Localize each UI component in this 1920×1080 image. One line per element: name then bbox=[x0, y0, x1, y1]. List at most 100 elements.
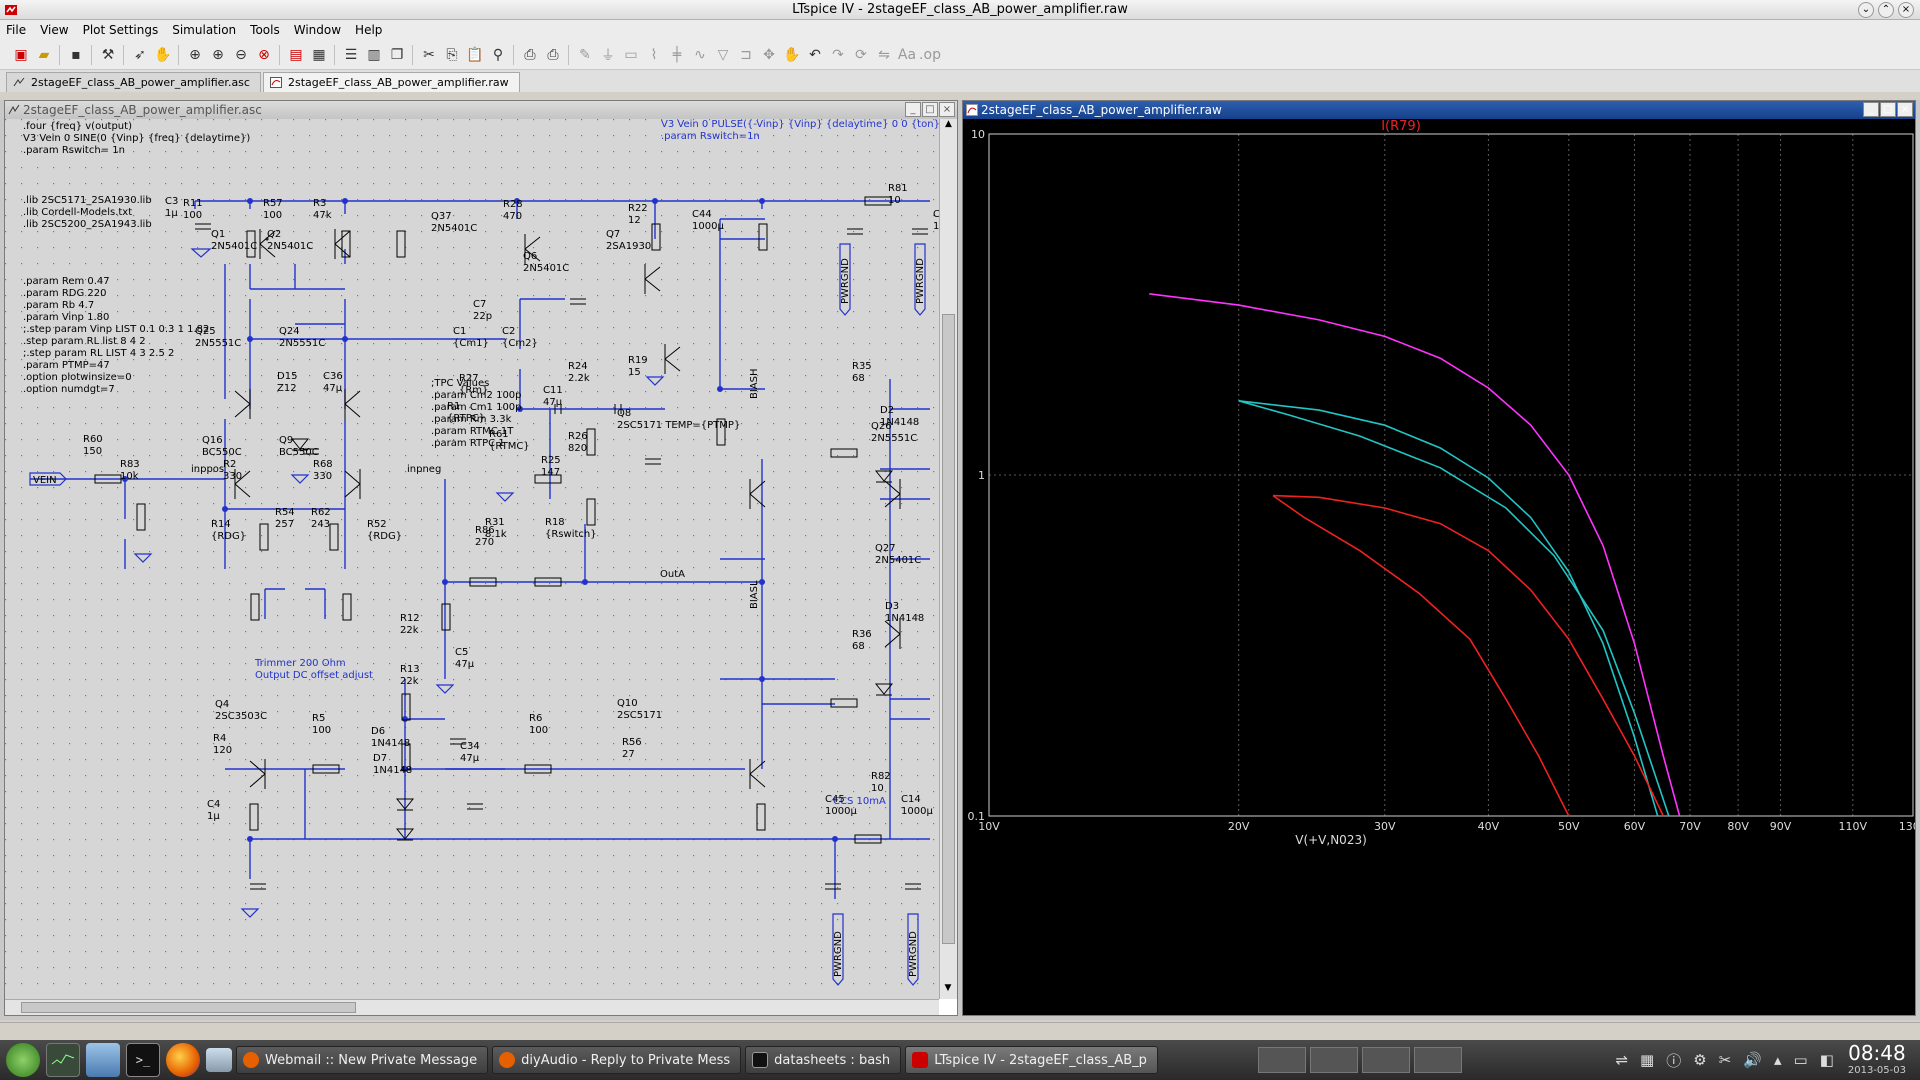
component-value-d15[interactable]: Z12 bbox=[277, 383, 297, 394]
new-schematic-icon[interactable]: ▣ bbox=[14, 46, 28, 63]
taskbar-item-ltspice[interactable]: LTspice IV - 2stageEF_class_AB_p bbox=[905, 1046, 1158, 1074]
component-value-r19[interactable]: 15 bbox=[628, 367, 641, 378]
component-ref-q10[interactable]: Q10 bbox=[617, 698, 638, 709]
autorange-icon[interactable]: ▤ bbox=[289, 46, 303, 63]
text-icon[interactable]: Aa bbox=[897, 46, 917, 63]
component-value-c45[interactable]: 1000µ bbox=[825, 806, 857, 817]
component-ref-r1[interactable]: R1 bbox=[447, 401, 460, 412]
open-file-icon[interactable]: ▰ bbox=[38, 46, 50, 63]
component-value-d6[interactable]: 1N4148 bbox=[371, 738, 410, 749]
component-value-d7[interactable]: 1N4148 bbox=[373, 765, 412, 776]
component-value-r1[interactable]: {RTPC} bbox=[447, 413, 485, 424]
component-value-r82[interactable]: 10 bbox=[871, 783, 884, 794]
component-ref-q8[interactable]: Q8 bbox=[617, 408, 631, 419]
menu-plot-settings[interactable]: Plot Settings bbox=[82, 23, 159, 37]
component-value-r31[interactable]: 8.1k bbox=[485, 529, 507, 540]
component-ref-r83[interactable]: R83 bbox=[120, 459, 140, 470]
kde-menu-icon[interactable] bbox=[6, 1043, 40, 1077]
menu-help[interactable]: Help bbox=[355, 23, 383, 37]
component-value-c3[interactable]: 1µ bbox=[165, 208, 178, 219]
component-value-q26[interactable]: 2N5551C bbox=[871, 433, 917, 444]
plot-restore-button[interactable]: □ bbox=[1880, 102, 1896, 117]
firefox-icon[interactable] bbox=[166, 1043, 200, 1077]
virtual-desktop-1[interactable] bbox=[1257, 1047, 1306, 1073]
plot-close-button[interactable]: × bbox=[1897, 102, 1913, 117]
component-value-r27[interactable]: {Rm} bbox=[459, 385, 488, 396]
component-value-c2[interactable]: {Cm2} bbox=[502, 338, 538, 349]
component-value-q25[interactable]: 2N5551C bbox=[195, 338, 241, 349]
component-ref-r52[interactable]: R52 bbox=[367, 519, 387, 530]
component-ref-r27[interactable]: R27 bbox=[459, 373, 479, 384]
component-ref-r19[interactable]: R19 bbox=[628, 355, 648, 366]
display-icon[interactable]: ▭ bbox=[1793, 1051, 1808, 1069]
undo-icon[interactable]: ↶ bbox=[809, 46, 821, 63]
zoom-fit-icon[interactable]: ⊗ bbox=[258, 46, 270, 63]
find-icon[interactable]: ⚲ bbox=[492, 46, 504, 63]
drag-icon[interactable]: ✋ bbox=[783, 46, 801, 63]
notifications-icon[interactable]: ◧ bbox=[1819, 1051, 1834, 1069]
component-ref-r28[interactable]: R28 bbox=[503, 199, 523, 210]
component-ref-r6[interactable]: R6 bbox=[529, 713, 542, 724]
component-ref-c5[interactable]: C5 bbox=[455, 647, 468, 658]
component-value-r4[interactable]: 120 bbox=[213, 745, 232, 756]
component-ref-r26[interactable]: R26 bbox=[568, 431, 588, 442]
network-icon[interactable]: ▦ bbox=[1640, 1051, 1655, 1069]
component-value-r12[interactable]: 22k bbox=[400, 625, 419, 636]
component-ref-q16[interactable]: Q16 bbox=[202, 435, 223, 446]
component-value-c44[interactable]: 1000µ bbox=[692, 221, 724, 232]
component-ref-c3[interactable]: C3 bbox=[165, 196, 178, 207]
tab-schematic[interactable]: 2stageEF_class_AB_power_amplifier.asc bbox=[6, 72, 261, 92]
component-ref-q9[interactable]: Q9 bbox=[279, 435, 293, 446]
component-ref-q37[interactable]: Q37 bbox=[431, 211, 452, 222]
settings-icon[interactable]: ⚙ bbox=[1693, 1051, 1707, 1069]
component-value-q37[interactable]: 2N5401C bbox=[431, 223, 477, 234]
component-ref-d7[interactable]: D7 bbox=[373, 753, 387, 764]
component-ref-r56[interactable]: R56 bbox=[622, 737, 642, 748]
component-value-r24[interactable]: 2.2k bbox=[568, 373, 590, 384]
maximize-window-button[interactable]: ⌃ bbox=[1878, 2, 1894, 18]
component-ref-c1[interactable]: C1 bbox=[453, 326, 466, 337]
print-preview-icon[interactable]: ⎙ bbox=[524, 46, 536, 63]
component-value-q4[interactable]: 2SC3503C bbox=[215, 711, 267, 722]
component-value-r6[interactable]: 100 bbox=[529, 725, 548, 736]
component-value-r61[interactable]: {RTMC} bbox=[489, 441, 530, 452]
schematic-minimize-button[interactable]: _ bbox=[905, 102, 921, 117]
component-value-r14[interactable]: {RDG} bbox=[211, 531, 246, 542]
capacitor-icon[interactable]: ╪ bbox=[672, 46, 682, 63]
component-ref-c2[interactable]: C2 bbox=[502, 326, 515, 337]
waveform-plot[interactable]: 10V20V30V40V50V60V70V80V90V110V130V1010.… bbox=[963, 119, 1915, 1015]
file-manager-icon[interactable] bbox=[86, 1043, 120, 1077]
menu-view[interactable]: View bbox=[40, 23, 69, 37]
component-ref-q2[interactable]: Q2 bbox=[267, 229, 281, 240]
move-icon[interactable]: ✥ bbox=[763, 46, 775, 63]
component-ref-r81[interactable]: R81 bbox=[888, 183, 908, 194]
component-ref-c7[interactable]: C7 bbox=[473, 299, 486, 310]
component-ref-r60[interactable]: R60 bbox=[83, 434, 103, 445]
rotate-icon[interactable]: ⟳ bbox=[855, 46, 867, 63]
zoom-area-icon[interactable]: ⊕ bbox=[189, 46, 201, 63]
component-ref-c44[interactable]: C44 bbox=[692, 209, 712, 220]
component-value-r13[interactable]: 22k bbox=[400, 676, 419, 687]
component-ref-r14[interactable]: R14 bbox=[211, 519, 231, 530]
schematic-canvas[interactable]: .four {freq} v(output) V3 Vein 0 SINE(0 … bbox=[5, 119, 939, 999]
component-value-q9[interactable]: BC550C bbox=[279, 447, 319, 458]
menu-window[interactable]: Window bbox=[293, 23, 342, 37]
component-value-c4[interactable]: 1µ bbox=[207, 811, 220, 822]
component-ref-c11[interactable]: C11 bbox=[543, 385, 563, 396]
component-value-r57[interactable]: 100 bbox=[263, 210, 282, 221]
trace-label-i-r79[interactable]: I(R79) bbox=[1381, 119, 1421, 134]
desktop-icon[interactable] bbox=[206, 1048, 232, 1072]
component-ref-r25[interactable]: R25 bbox=[541, 455, 561, 466]
schematic-hscroll-thumb[interactable] bbox=[21, 1002, 356, 1013]
component-value-r86[interactable]: 270 bbox=[475, 537, 494, 548]
component-value-c11[interactable]: 47µ bbox=[543, 397, 563, 408]
redo-icon[interactable]: ↷ bbox=[832, 46, 844, 63]
component-value-q10[interactable]: 2SC5171 bbox=[617, 710, 662, 721]
terminal-icon[interactable]: >_ bbox=[126, 1043, 160, 1077]
schematic-close-button[interactable]: × bbox=[939, 102, 955, 117]
copy-icon[interactable]: ⎘ bbox=[446, 46, 458, 63]
menu-simulation[interactable]: Simulation bbox=[172, 23, 237, 37]
schematic-vertical-scrollbar[interactable]: ▲ ▼ bbox=[939, 119, 957, 999]
component-value-c14[interactable]: 1000µ bbox=[901, 806, 933, 817]
component-ref-r5[interactable]: R5 bbox=[312, 713, 325, 724]
